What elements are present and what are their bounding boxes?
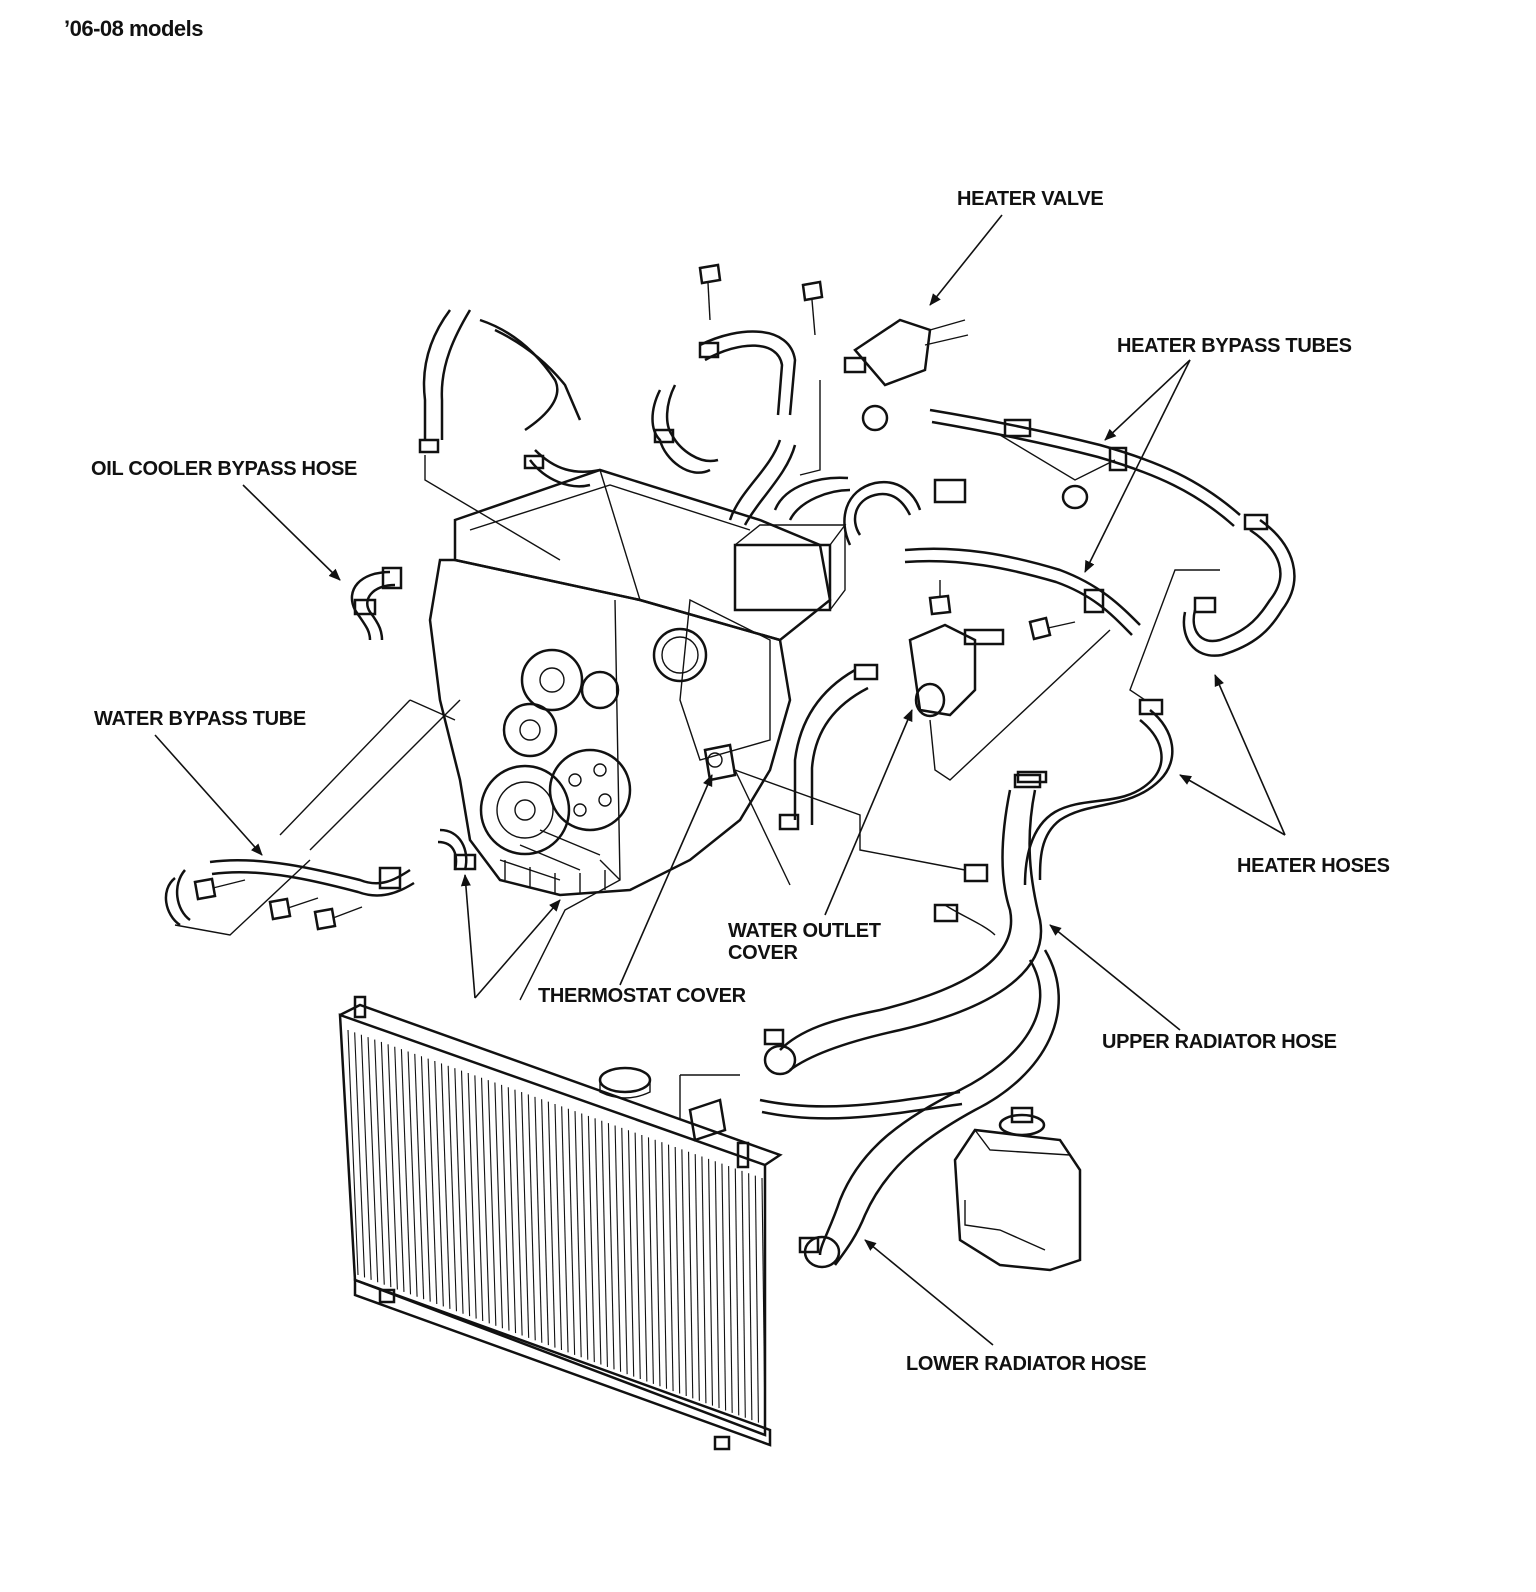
heater-bypass-tubes-label: HEATER BYPASS TUBES xyxy=(1117,335,1352,357)
oil-cooler-bypass-hose-label: OIL COOLER BYPASS HOSE xyxy=(91,458,358,480)
bolts xyxy=(193,263,1076,931)
leader-arrows xyxy=(154,214,1286,1346)
bolt-icon xyxy=(928,580,952,616)
thermostat-cover-label: THERMOSTAT COVER xyxy=(538,985,746,1007)
coolant-reservoir xyxy=(953,1106,1082,1272)
water-outlet-cover-label-line1: WATER OUTLET xyxy=(728,920,881,942)
bolt-icon xyxy=(193,877,246,901)
bolt-icon xyxy=(313,906,363,931)
guide-lines xyxy=(174,380,1220,1120)
upper-radiator-hose xyxy=(763,773,1043,1076)
heater-bypass-tubes xyxy=(773,404,1241,636)
bolt-icon xyxy=(698,263,722,321)
engine-block xyxy=(428,468,847,897)
page-title: ’06-08 models xyxy=(64,16,204,41)
upper-bypass-hoses xyxy=(422,309,797,526)
upper-radiator-hose-label: UPPER RADIATOR HOSE xyxy=(1102,1031,1337,1053)
reservoir-overflow-hose xyxy=(759,1090,963,1120)
water-outlet-cover xyxy=(908,623,1005,718)
water-bypass-tube-label: WATER BYPASS TUBE xyxy=(94,708,306,730)
water-bypass-tube xyxy=(164,828,468,927)
water-outlet-hose xyxy=(793,668,996,936)
lower-radiator-hose xyxy=(803,949,1060,1269)
heater-hoses-label: HEATER HOSES xyxy=(1237,855,1390,877)
radiator xyxy=(338,995,783,1451)
radiator-fins xyxy=(347,1029,766,1426)
water-outlet-cover-label-line2: COVER xyxy=(728,942,798,964)
heater-hoses xyxy=(1023,518,1296,886)
bolt-icon xyxy=(801,280,824,336)
oil-cooler-bypass-hose xyxy=(350,566,403,641)
bolt-icon xyxy=(1028,616,1076,641)
thermostat-cover xyxy=(703,743,737,782)
heater-valve xyxy=(843,318,969,387)
bolt-icon xyxy=(268,897,319,921)
hose-clamps xyxy=(353,341,1269,1254)
heater-valve-label: HEATER VALVE xyxy=(957,188,1104,210)
lower-radiator-hose-label: LOWER RADIATOR HOSE xyxy=(906,1353,1147,1375)
